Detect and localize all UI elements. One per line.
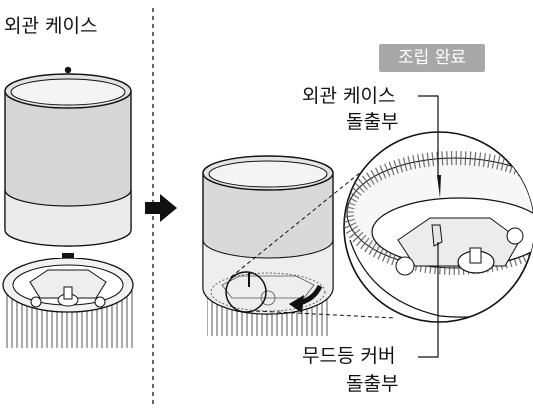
zoom-lines (230, 162, 396, 319)
mood-light-base (2, 258, 134, 348)
outer-case (4, 66, 132, 247)
callout-lines (418, 95, 439, 358)
outer-case-label: 외관 케이스 (4, 15, 98, 37)
callout-mood-cover-protrusion-label: 돌출부 (346, 373, 399, 395)
callout-mood-cover-label: 무드등 커버 (302, 345, 396, 367)
rotate-arrow-icon (289, 284, 323, 313)
assembled-unit (202, 155, 334, 336)
callout-outer-case-protrusion-label: 돌출부 (346, 111, 399, 133)
callout-outer-case-label: 외관 케이스 (302, 85, 396, 107)
right-arrow-icon (145, 194, 177, 222)
zoom-detail (343, 131, 533, 323)
assembly-complete-badge: 조립 완료 (379, 44, 485, 72)
